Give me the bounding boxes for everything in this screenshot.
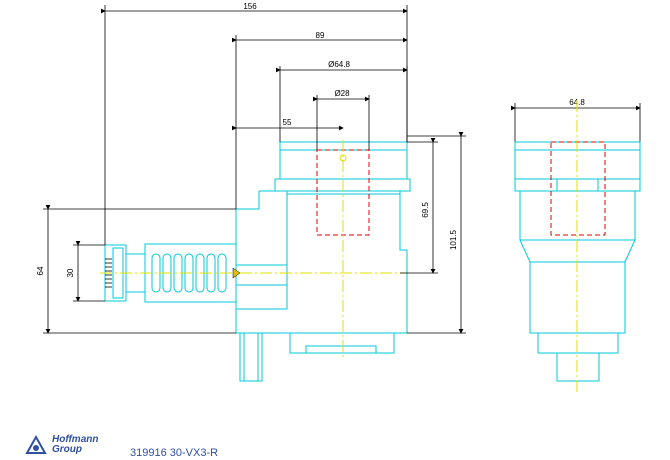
dim-dia-64-8: Ø64.8 — [328, 60, 350, 69]
side-view — [511, 100, 641, 395]
dim-101-5: 101.5 — [449, 229, 458, 250]
logo-line-1: Hoffmann — [52, 434, 99, 445]
dimension-lines — [43, 5, 466, 334]
footer: Hoffmann Group — [24, 430, 98, 460]
dim-dia-28: Ø28 — [334, 89, 350, 98]
dim-55: 55 — [283, 118, 292, 127]
dim-30: 30 — [66, 268, 75, 277]
front-view — [100, 140, 411, 382]
dim-64: 64 — [36, 266, 45, 275]
hoffmann-logo-icon — [25, 434, 47, 454]
logo-line-2: Group — [52, 444, 82, 455]
dim-156: 156 — [243, 2, 257, 11]
dim-69-5: 69.5 — [421, 202, 430, 218]
brand-logo: Hoffmann Group — [52, 435, 98, 455]
dim-89: 89 — [316, 31, 325, 40]
dimension-labels: 156 89 Ø64.8 Ø28 55 69.5 101.5 64 30 64.… — [36, 2, 585, 277]
part-number: 319916 30-VX3-R — [130, 447, 219, 459]
technical-drawing: 156 89 Ø64.8 Ø28 55 69.5 101.5 64 30 64.… — [36, 2, 641, 395]
